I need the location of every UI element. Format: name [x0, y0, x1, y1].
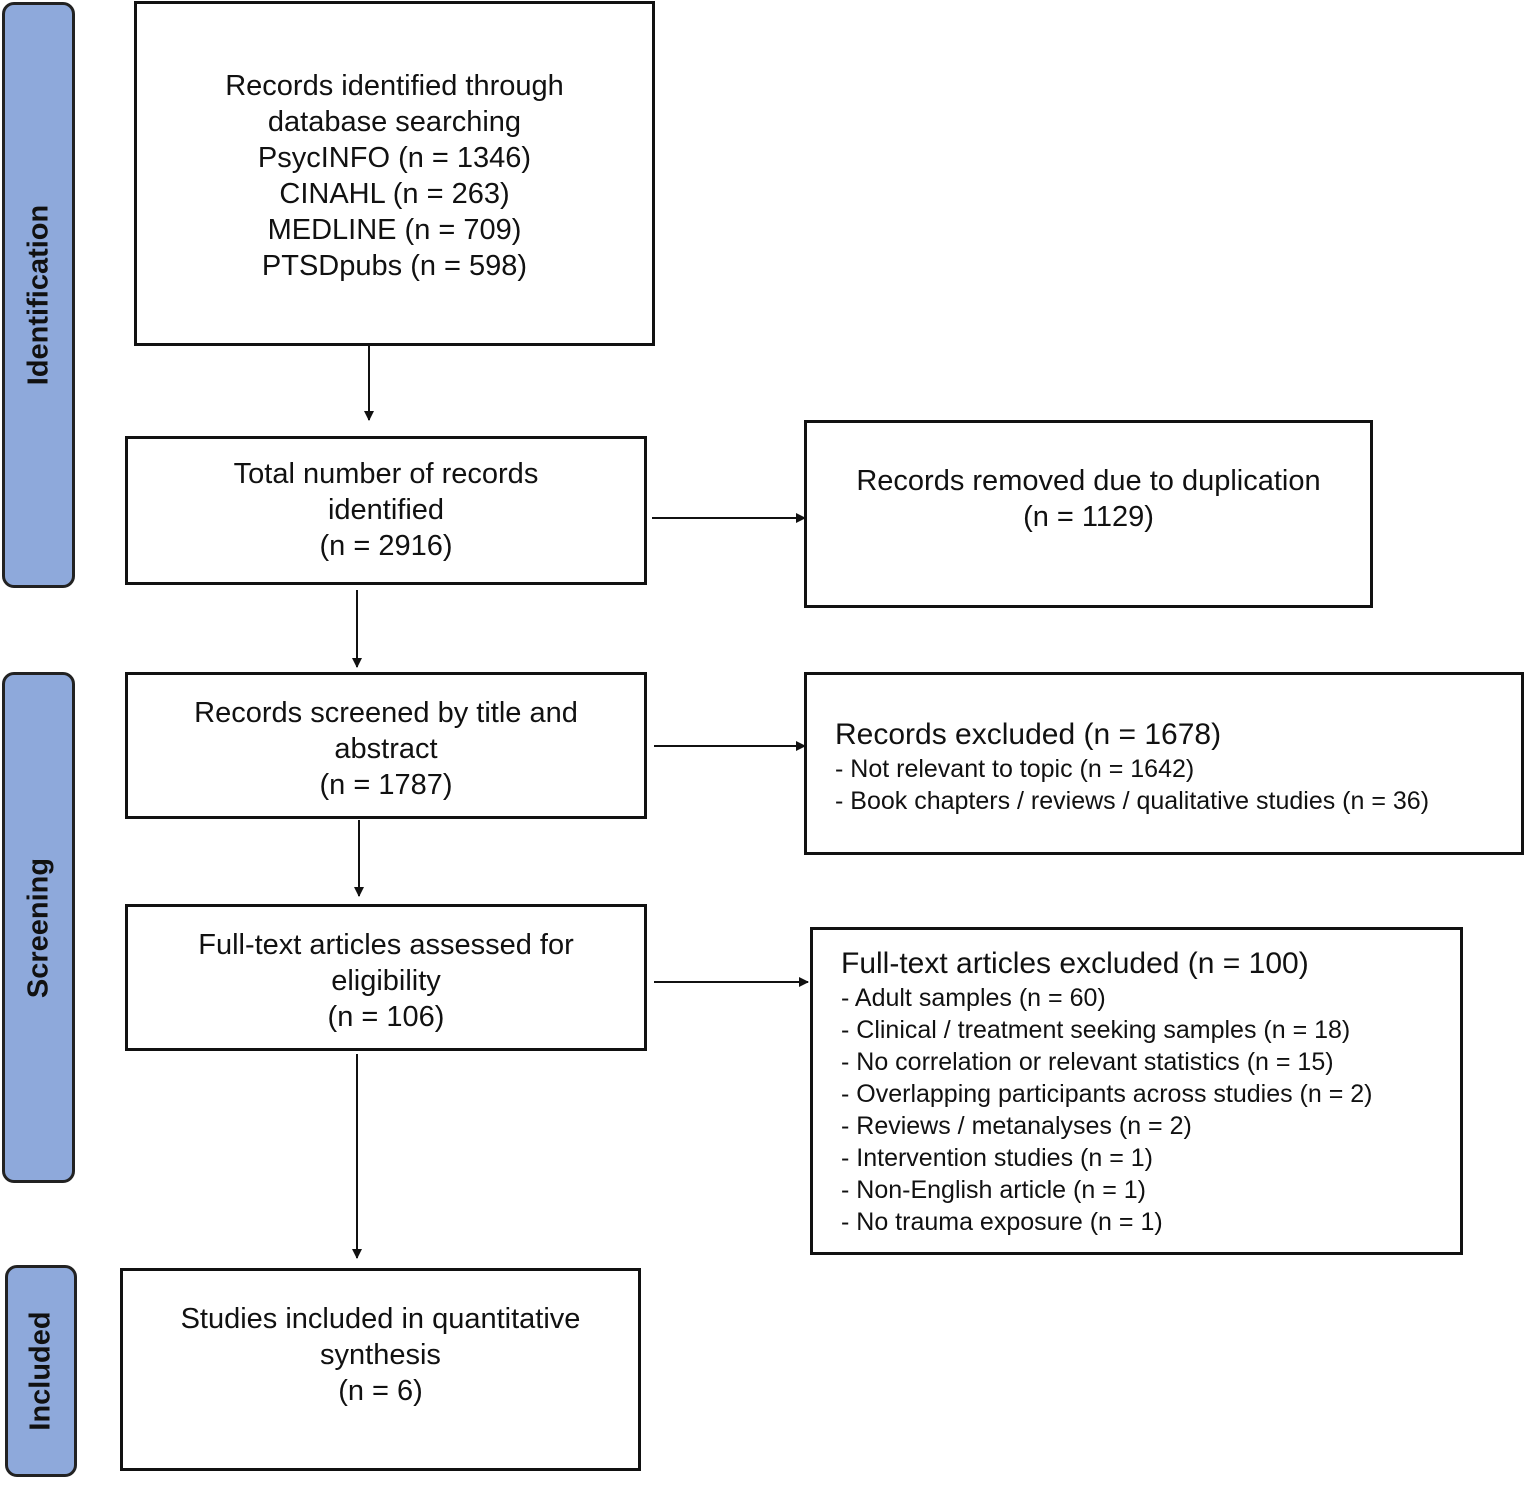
box-text-line: (n = 106): [327, 1001, 445, 1033]
exclusion-item: - Overlapping participants across studie…: [841, 1080, 1373, 1108]
box-text-line: (n = 1129): [1023, 501, 1154, 533]
box-duplicates-removed: Records removed due to duplication (n = …: [804, 420, 1373, 608]
phase-included: Included: [5, 1265, 77, 1477]
box-text-line: synthesis: [320, 1339, 441, 1371]
box-text-line: Studies included in quantitative: [180, 1303, 581, 1335]
phase-identification: Identification: [2, 2, 75, 588]
exclusion-item: - No correlation or relevant statistics …: [841, 1048, 1334, 1076]
exclusion-item: - Not relevant to topic (n = 1642): [835, 755, 1195, 783]
box-text-line: Records identified through: [225, 70, 564, 102]
box-text-line: (n = 1787): [319, 769, 453, 801]
box-full-text-assessed: Full-text articles assessed for eligibil…: [125, 904, 647, 1051]
exclusion-item: - Non-English article (n = 1): [841, 1176, 1146, 1204]
box-text-line: MEDLINE (n = 709): [267, 214, 522, 246]
box-text-line: (n = 6): [338, 1375, 423, 1407]
exclusion-item: - Adult samples (n = 60): [841, 984, 1106, 1012]
exclusion-item: - Clinical / treatment seeking samples (…: [841, 1016, 1351, 1044]
box-text-line: Records removed due to duplication: [856, 465, 1321, 497]
box-text-line: identified: [327, 494, 445, 526]
box-text-line: PTSDpubs (n = 598): [261, 250, 528, 282]
box-records-excluded: Records excluded (n = 1678) - Not releva…: [804, 672, 1524, 855]
box-text-line: CINAHL (n = 263): [279, 178, 510, 210]
exclusion-item: - Book chapters / reviews / qualitative …: [835, 787, 1430, 815]
box-text-line: PsycINFO (n = 1346): [257, 142, 532, 174]
box-title: Records excluded (n = 1678): [835, 718, 1222, 751]
box-total-records: Total number of records identified (n = …: [125, 436, 647, 585]
box-records-screened: Records screened by title and abstract (…: [125, 672, 647, 819]
box-text-line: Records screened by title and: [194, 697, 578, 729]
box-text-line: (n = 2916): [319, 530, 453, 562]
box-title: Full-text articles excluded (n = 100): [841, 947, 1309, 980]
exclusion-item: - Intervention studies (n = 1): [841, 1144, 1153, 1172]
exclusion-item: - Reviews / metanalyses (n = 2): [841, 1112, 1192, 1140]
box-text-line: Full-text articles assessed for: [198, 929, 574, 961]
exclusion-item: - No trauma exposure (n = 1): [841, 1208, 1163, 1236]
phase-screening: Screening: [2, 672, 75, 1183]
box-full-text-excluded: Full-text articles excluded (n = 100) - …: [810, 927, 1463, 1255]
box-text-line: abstract: [334, 733, 438, 765]
box-text-line: database searching: [267, 106, 522, 138]
box-studies-included: Studies included in quantitative synthes…: [120, 1268, 641, 1471]
box-text-line: Total number of records: [233, 458, 539, 490]
box-records-identified: Records identified through database sear…: [134, 1, 655, 346]
box-text-line: eligibility: [331, 965, 441, 997]
